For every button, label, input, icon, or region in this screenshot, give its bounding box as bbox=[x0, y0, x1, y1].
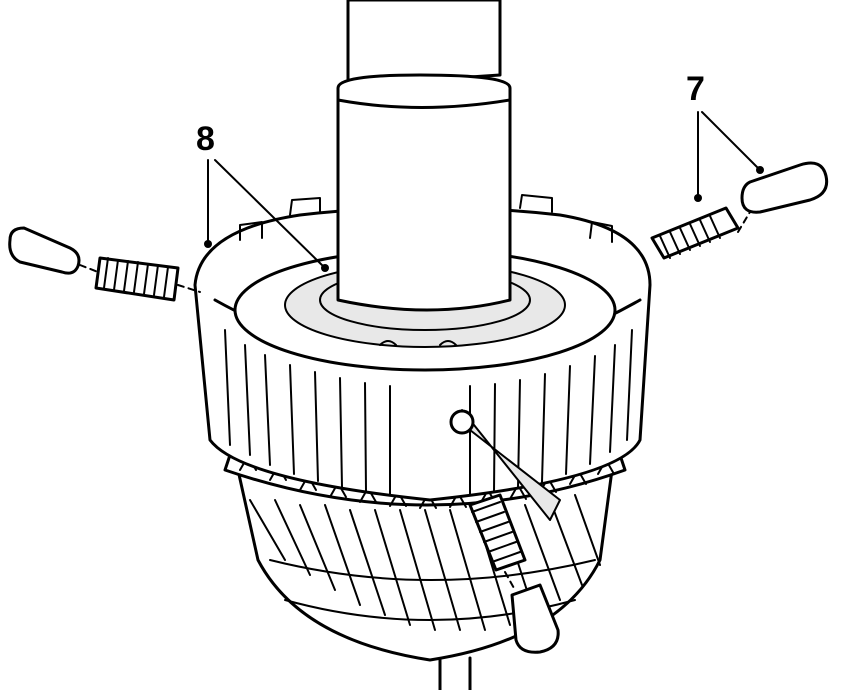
left-spring-plunger bbox=[8, 226, 201, 302]
right-spring-plunger bbox=[650, 161, 829, 260]
callout-label-7: 7 bbox=[686, 70, 705, 108]
main-shaft bbox=[336, 0, 512, 312]
leader-lines-7 bbox=[694, 111, 764, 202]
callout-label-8: 8 bbox=[196, 120, 215, 158]
bottom-spring-plunger bbox=[449, 409, 561, 654]
leader-lines-8 bbox=[204, 159, 329, 272]
